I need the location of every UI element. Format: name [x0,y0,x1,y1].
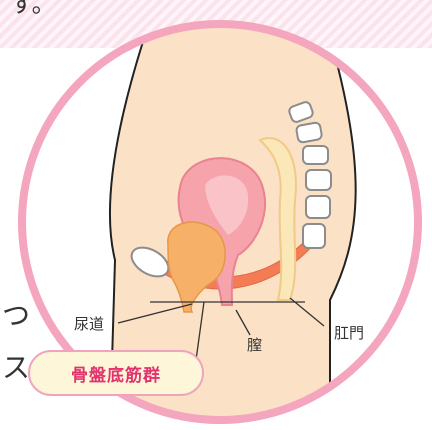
label-vagina: 膣 [247,336,262,354]
badge-label: 骨盤底筋群 [71,361,161,386]
pelvic-floor-badge: 骨盤底筋群 [28,350,204,396]
label-anus: 肛門 [334,324,364,342]
label-urethra: 尿道 [74,315,104,333]
